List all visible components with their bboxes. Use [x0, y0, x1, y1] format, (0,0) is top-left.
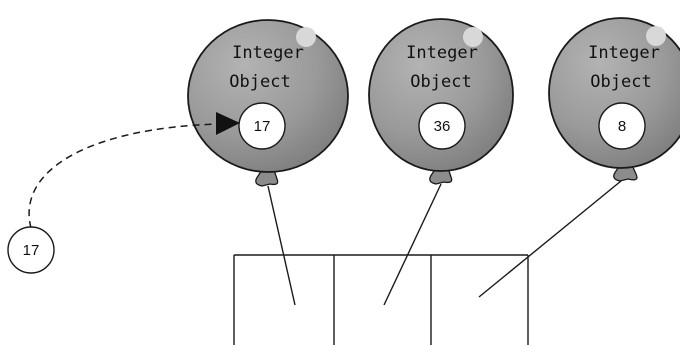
balloon-integer-object-1: Integer Object 17	[187, 19, 349, 187]
balloon-title-line1: Integer	[232, 43, 304, 63]
string-balloon-3	[478, 180, 622, 298]
balloon-highlight	[296, 27, 316, 47]
balloon-title-line1: Integer	[406, 43, 478, 63]
balloon-title-line2: Object	[590, 72, 651, 92]
value-circle	[238, 102, 286, 150]
balloon-body	[187, 19, 349, 173]
balloon-strings	[267, 180, 622, 306]
balloon-title-line1: Integer	[588, 43, 660, 63]
balloon-title-line2: Object	[410, 72, 471, 92]
balloon-body	[548, 17, 680, 169]
balloon-value: 36	[434, 118, 451, 135]
balloon-knot-icon	[429, 167, 453, 185]
balloon-title-line2: Object	[229, 72, 290, 92]
dashed-arrow-path	[28, 123, 219, 229]
balloon-knot-icon	[255, 169, 279, 187]
balloon-integer-object-2: Integer Object 36	[368, 18, 514, 185]
balloon-highlight	[646, 26, 666, 46]
value-circle	[598, 102, 646, 150]
loose-value: 17	[7, 226, 55, 274]
loose-value-text: 17	[23, 242, 40, 259]
value-circle	[418, 102, 466, 150]
balloon-integer-object-3: Integer Object 8	[548, 17, 680, 182]
balloon-knot-icon	[613, 164, 638, 182]
balloon-value: 8	[618, 118, 626, 135]
array-cells	[233, 254, 529, 345]
balloon-value: 17	[254, 118, 271, 135]
string-balloon-2	[383, 183, 442, 306]
balloon-highlight	[463, 27, 483, 47]
string-balloon-1	[267, 185, 296, 306]
value-circle	[7, 226, 55, 274]
balloon-body	[368, 18, 514, 172]
arrow-head	[216, 112, 240, 135]
dashed-arrow-icon	[28, 112, 240, 229]
